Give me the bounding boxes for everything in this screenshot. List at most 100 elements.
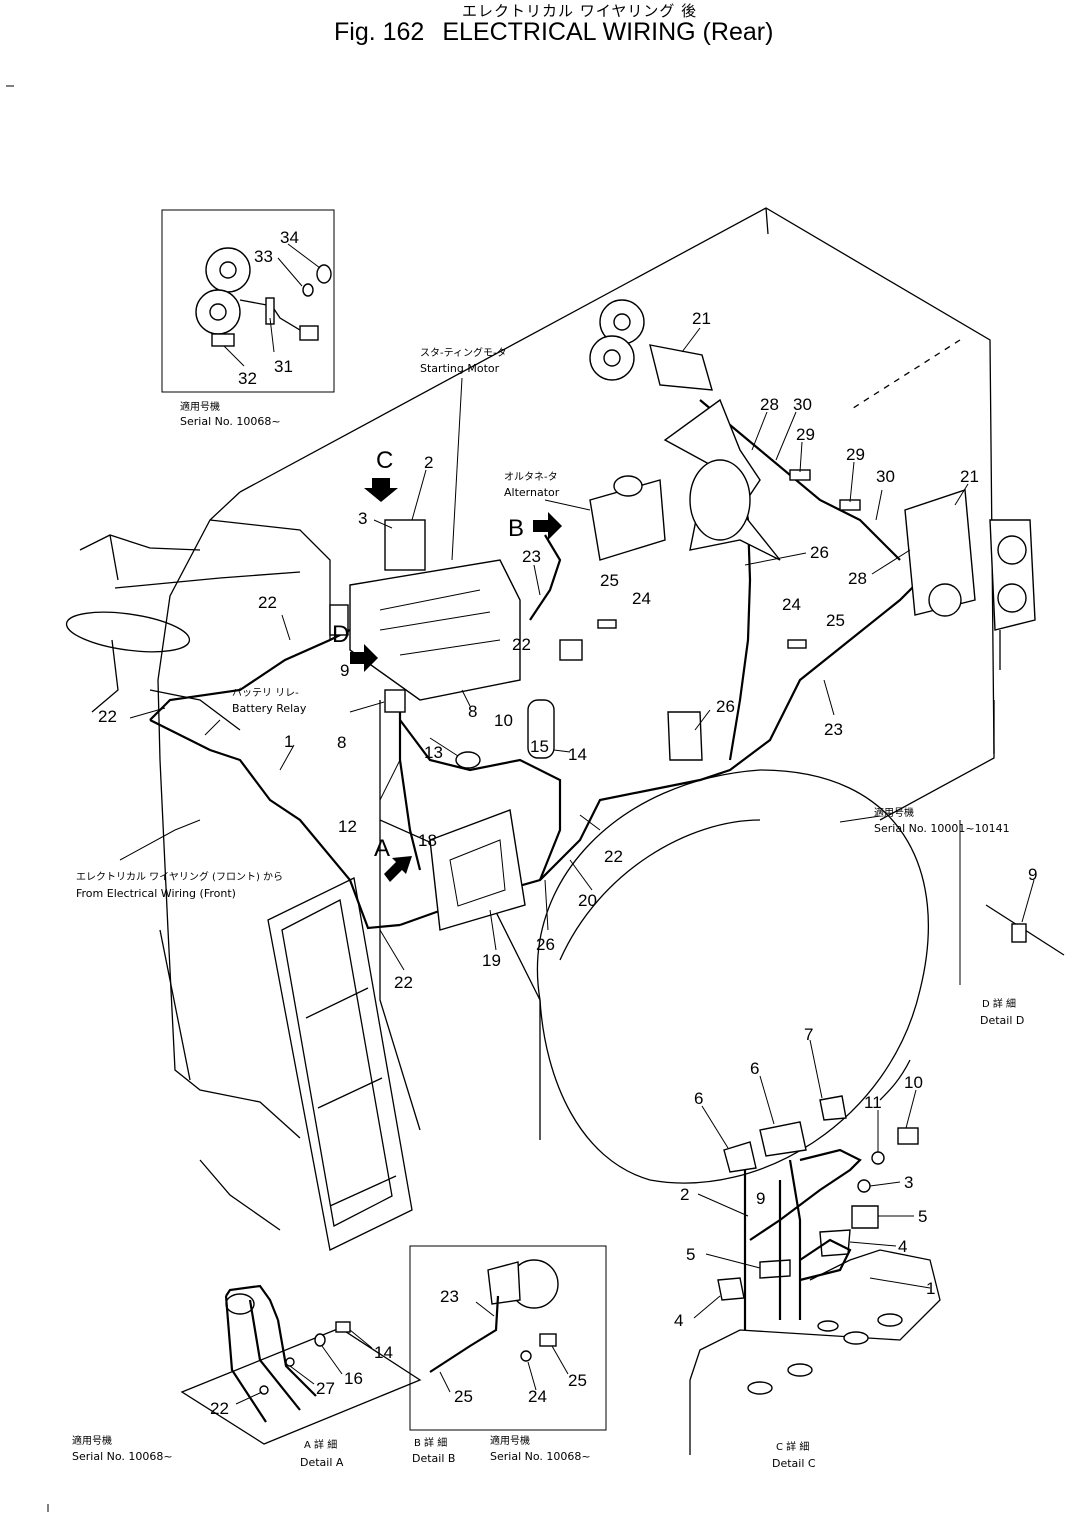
- wire-12: [398, 700, 422, 871]
- detail-a-label: Detail A: [300, 1456, 344, 1469]
- part-number: 4: [898, 1237, 907, 1256]
- leader-26-right: [694, 709, 711, 731]
- part-number: 34: [280, 228, 299, 247]
- detail-c-leader-3: [869, 1181, 901, 1187]
- detail-c-plug: [817, 1320, 839, 1332]
- leader-28-top: [751, 411, 768, 451]
- rail: [79, 534, 201, 551]
- ladder-inner: [281, 899, 393, 1227]
- detail-a-leader-27: [289, 1365, 315, 1385]
- part-number: 7: [804, 1025, 813, 1044]
- part-number: 19: [482, 951, 501, 970]
- view-arrow-b: [533, 512, 562, 540]
- main-part-numbers: 2 3 21 28 30 29 29 30 21 22 22 23 25 24 …: [98, 309, 979, 992]
- part-number: 22: [394, 973, 413, 992]
- detail-b-bracket: [487, 1261, 521, 1305]
- console: [114, 571, 301, 589]
- part-number: 24: [782, 595, 801, 614]
- view-arrow-c: [364, 478, 398, 502]
- horn-relay-21: [649, 344, 713, 391]
- part-number: 15: [530, 737, 549, 756]
- detail-c: 7 6 6 10 11 3 2 5 5 4 4 9 1 C 詳 細 Detail…: [674, 1025, 941, 1470]
- floor-edge: [149, 689, 241, 731]
- horn-wire: [699, 399, 901, 561]
- detail-c-clip-5: [759, 1259, 791, 1279]
- detail-a-bolt-14: [335, 1321, 351, 1333]
- part-number: 22: [98, 707, 117, 726]
- leader-30: [875, 489, 883, 521]
- leader-21: [954, 483, 969, 506]
- alternator-pulley: [613, 475, 643, 497]
- detail-c-washer-11: [871, 1151, 885, 1165]
- part-number: 11: [864, 1093, 882, 1112]
- part-number: 13: [424, 743, 443, 762]
- part-number: 10: [494, 711, 513, 730]
- nut-34: [316, 264, 332, 284]
- part-number: 22: [604, 847, 623, 866]
- leader-31: [269, 317, 275, 353]
- part-number: 3: [358, 509, 367, 528]
- cab-inner: [159, 929, 191, 1081]
- part-number: 30: [793, 395, 812, 414]
- detail-b-washer-24: [520, 1350, 532, 1362]
- rear-lamp-upper: [997, 535, 1027, 565]
- hood-hidden-line: [849, 339, 961, 411]
- view-letter-b: B: [508, 515, 524, 542]
- detail-c-leader-5b: [705, 1253, 761, 1269]
- inset-frame: [161, 209, 335, 393]
- detail-a-leader-14: [349, 1329, 373, 1349]
- detail-a-leader-16: [321, 1345, 343, 1375]
- serial-right-jp: 適用号機: [874, 806, 914, 819]
- leader-32: [223, 345, 245, 367]
- alternator-lead: [529, 534, 562, 621]
- figure-title-japanese: エレクトリカル ワイヤリング 後: [462, 2, 698, 20]
- detail-c-wire-9: [743, 1159, 802, 1330]
- serial-label-jp: 適用号機: [180, 400, 220, 413]
- leader-22-mid: [579, 814, 601, 831]
- part-number: 8: [468, 702, 477, 721]
- part-number: 14: [568, 745, 587, 764]
- cab-panel: [209, 519, 331, 640]
- fender-edge: [379, 819, 541, 1140]
- detail-c-leader-1: [869, 1277, 931, 1289]
- leader-22-left: [129, 707, 166, 719]
- fan-hub: [689, 459, 751, 541]
- callout-texts: スタ-ティングモ-タ Starting Motor オルタネ-タ Alterna…: [76, 346, 1010, 900]
- detail-d-leader-9: [1021, 879, 1035, 923]
- detail-c-leader-2: [697, 1193, 749, 1217]
- bolt-32: [211, 333, 235, 347]
- leader-12: [379, 759, 401, 801]
- part-number: 9: [1028, 865, 1037, 884]
- detail-a: 14 16 27 22 適用号機 Serial No. 10068~ A 詳 細…: [72, 1284, 422, 1469]
- part-number: 23: [522, 547, 541, 566]
- components: [329, 299, 1036, 931]
- from-front-label: From Electrical Wiring (Front): [76, 887, 236, 900]
- battery-relay-label: Battery Relay: [232, 702, 307, 715]
- detail-c-engine: [689, 1249, 941, 1381]
- view-arrow-a: [384, 856, 412, 882]
- detail-c-plug: [843, 1331, 869, 1345]
- ladder: [267, 877, 413, 1251]
- detail-d-label-jp: D 詳 細: [982, 997, 1016, 1010]
- part-number: 6: [694, 1089, 703, 1108]
- part-number: 25: [568, 1371, 587, 1390]
- part-15-cylinder: [527, 699, 555, 759]
- part-number: 23: [824, 720, 843, 739]
- battery-relay-box-19: [429, 809, 526, 931]
- figure-number: Fig. 162: [334, 18, 425, 46]
- machine-outline: [65, 207, 995, 1251]
- detail-c-terminal-5: [851, 1205, 879, 1229]
- part-number: 25: [600, 571, 619, 590]
- detail-c-plug: [747, 1381, 773, 1395]
- part-number: 9: [340, 661, 349, 680]
- steering-wheel: [65, 611, 191, 653]
- part-number: 29: [796, 425, 815, 444]
- part-number: 25: [454, 1387, 473, 1406]
- part-number: 2: [680, 1185, 689, 1204]
- detail-c-plug: [877, 1313, 903, 1327]
- from-front-label-jp: エレクトリカル ワイヤリング (フロント) から: [76, 870, 283, 883]
- detail-c-bolt-10: [897, 1127, 919, 1145]
- detail-a-label-jp: A 詳 細: [304, 1438, 337, 1451]
- part-number: 1: [284, 732, 293, 751]
- battery-relay-cover: [449, 839, 506, 907]
